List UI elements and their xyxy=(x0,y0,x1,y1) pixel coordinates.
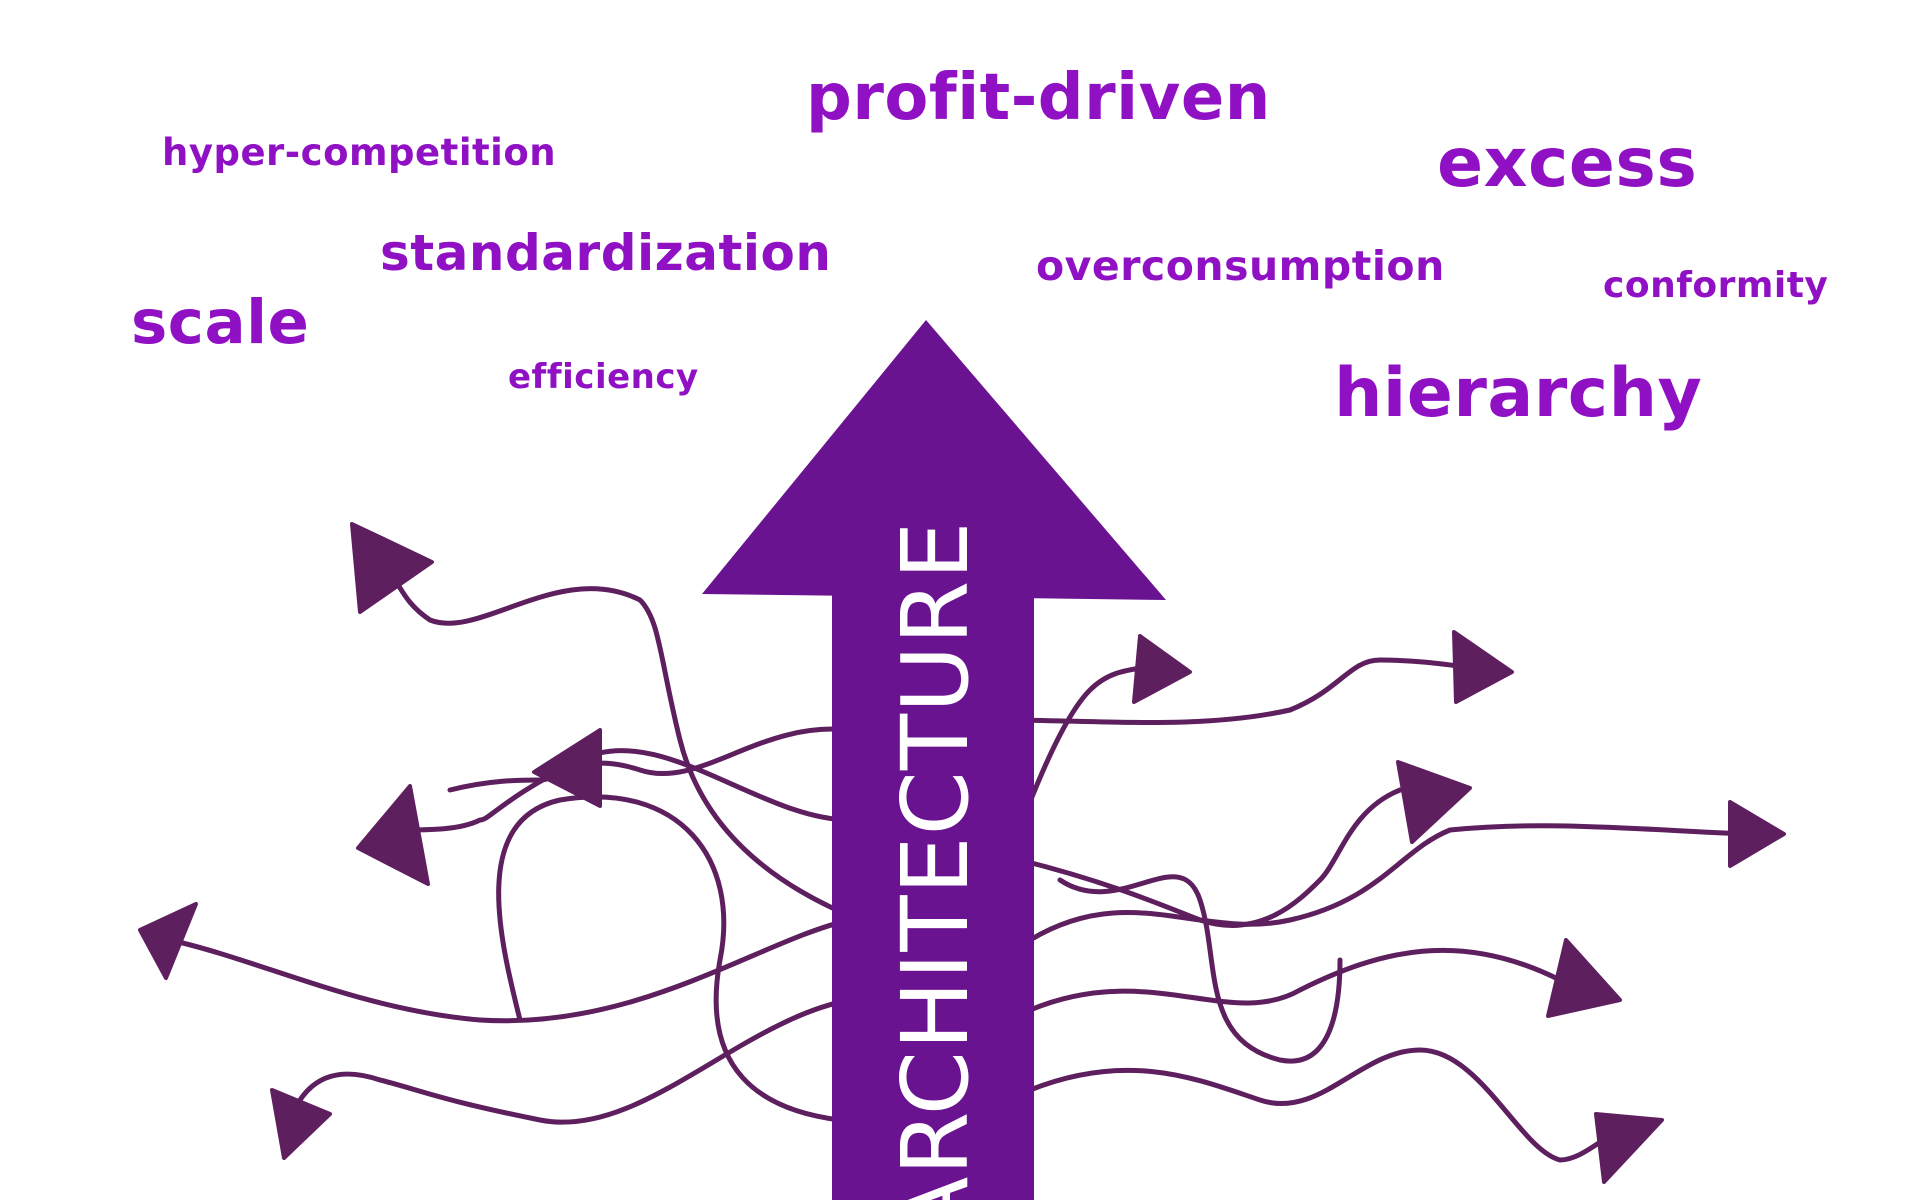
word-profit-driven: profit-driven xyxy=(806,61,1271,135)
arrowhead-right-low xyxy=(1546,938,1622,1018)
word-efficiency: efficiency xyxy=(508,357,699,397)
arrowhead-right-top xyxy=(1452,630,1514,704)
branch-arrow-line-cross-right xyxy=(1057,874,1343,1064)
branch-arrow-line-right-top xyxy=(997,657,1493,725)
word-hierarchy: hierarchy xyxy=(1334,354,1703,433)
branch-arrow-line-upper-left xyxy=(377,557,863,923)
main-arrow-icon xyxy=(702,320,1166,1200)
branch-arrow-line-bottom-left xyxy=(297,997,853,1125)
word-excess: excess xyxy=(1437,124,1698,203)
arrowhead-mid-left xyxy=(532,728,602,808)
word-standardization: standardization xyxy=(380,224,832,282)
word-hyper-competition: hyper-competition xyxy=(162,131,557,174)
arrowhead-far-left xyxy=(138,902,198,980)
branch-arrow-line-cross-left xyxy=(496,794,843,1123)
branch-arrow-line-mid-left xyxy=(447,726,853,793)
branch-arrow-line-bottom-right xyxy=(1027,1047,1623,1163)
arrowhead-right-mid xyxy=(1396,760,1472,844)
word-overconsumption: overconsumption xyxy=(1036,242,1445,290)
arrowhead-bottom-left xyxy=(270,1088,332,1160)
arrowhead-far-right xyxy=(1728,800,1786,868)
central-label-architecture: ARCHITECTURE xyxy=(882,520,989,1200)
word-scale: scale xyxy=(131,287,310,358)
branch-arrow-line-right-low xyxy=(1027,947,1563,1013)
branch-arrow-line-far-left xyxy=(167,917,853,1024)
arrowhead-upper-right xyxy=(1132,634,1192,704)
arrowhead-bottom-right xyxy=(1594,1112,1664,1184)
branch-arrow-line-left xyxy=(397,748,853,833)
branch-arrow-line-far-right xyxy=(1027,823,1773,943)
word-conformity: conformity xyxy=(1603,265,1829,306)
arrowhead-upper-left xyxy=(350,522,434,614)
branch-arrow-line-right-mid xyxy=(1017,787,1403,928)
arrowhead-left xyxy=(356,784,430,886)
